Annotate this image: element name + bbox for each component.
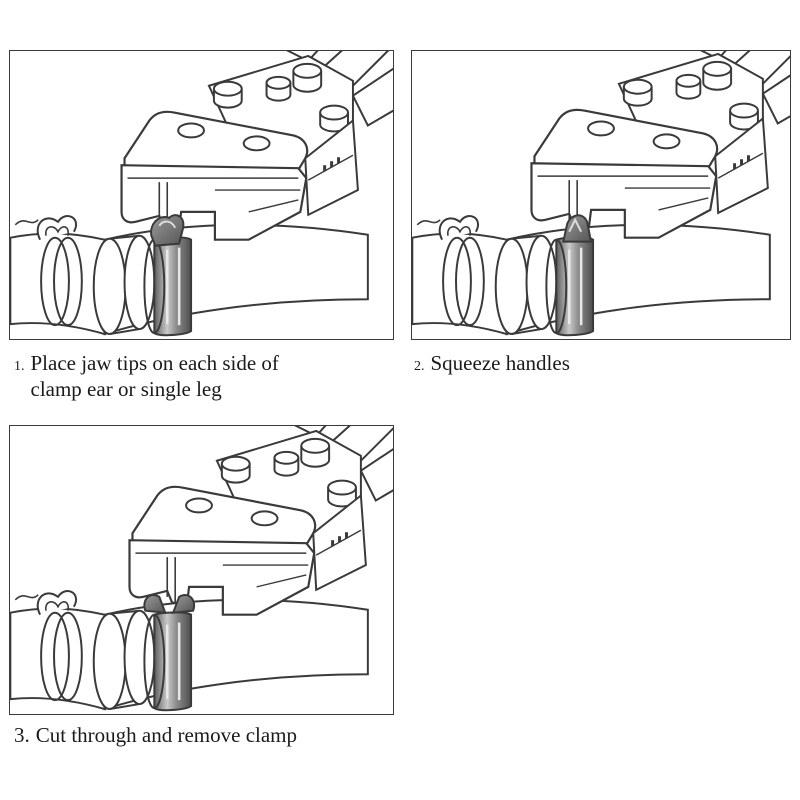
- step-2-text: Squeeze handles: [430, 351, 570, 375]
- step-2-illustration: [411, 50, 791, 340]
- step-3-number: 3.: [14, 723, 30, 747]
- step-3-text: Cut through and remove clamp: [35, 723, 298, 747]
- step-3-diagram: [10, 426, 393, 712]
- step-3-illustration: [9, 425, 394, 715]
- step-2-number: 2.: [414, 359, 425, 374]
- step-1-text-line1: Place jaw tips on each side of: [30, 351, 279, 375]
- step-2-caption: 2. Squeeze handles: [414, 350, 570, 380]
- step-1-diagram: [10, 51, 393, 337]
- step-2-diagram: [412, 51, 790, 337]
- step-1-number: 1.: [14, 359, 25, 374]
- step-3-caption: 3.Cut through and remove clamp: [14, 722, 297, 748]
- step-1-illustration: [9, 50, 394, 340]
- step-1-text-line2: clamp ear or single leg: [30, 377, 222, 401]
